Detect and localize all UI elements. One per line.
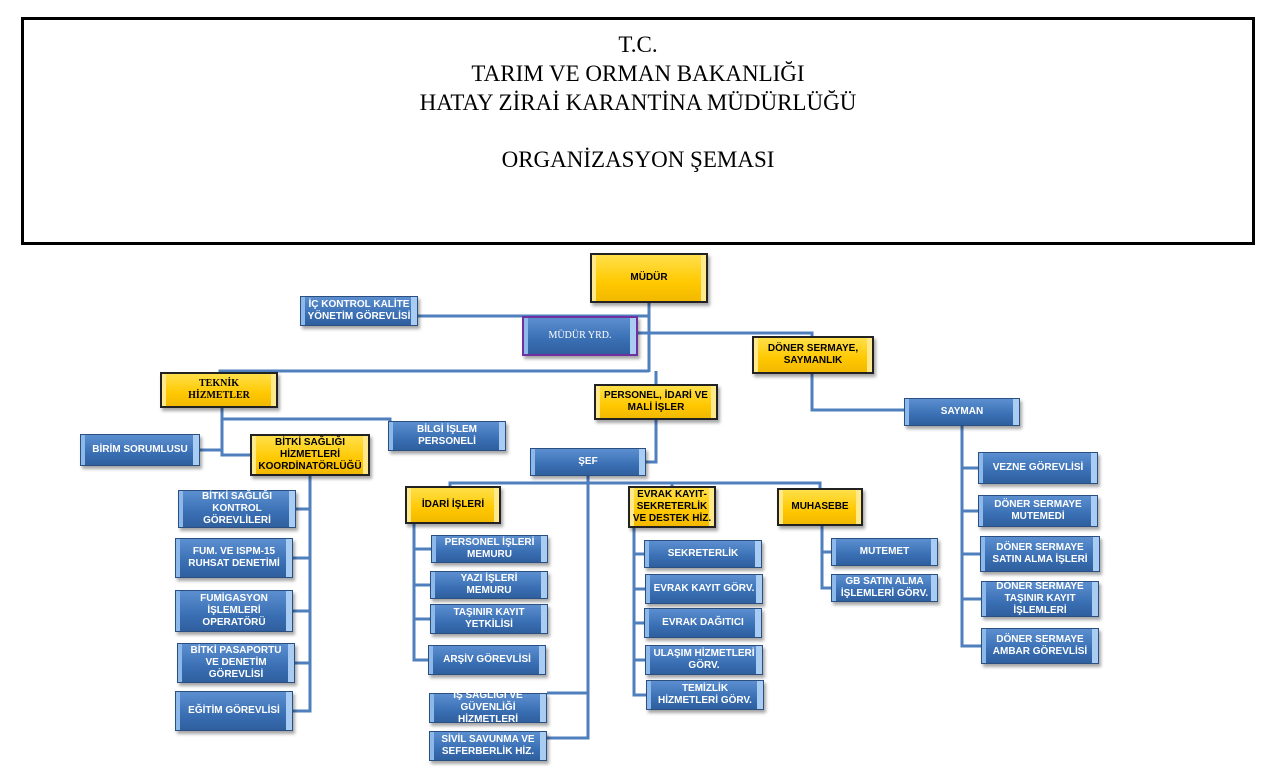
unit-doner-ambar: DÖNER SERMAYE AMBAR GÖREVLİSİ: [981, 628, 1099, 664]
unit-gb-satin-alma: GB SATIN ALMA İŞLEMLERİ GÖRV.: [831, 574, 938, 602]
unit-temizlik: TEMİZLİK HİZMETLERİ GÖRV.: [646, 680, 764, 710]
unit-teknik-hizmetler: TEKNİK HİZMETLER: [160, 372, 278, 408]
title-tc: T.C.: [618, 32, 658, 57]
unit-idari-isleri: İDARİ İŞLERİ: [405, 486, 501, 524]
unit-vezne: VEZNE GÖREVLİSİ: [978, 452, 1098, 484]
title-directorate: HATAY ZİRAİ KARANTİNA MÜDÜRLÜĞÜ: [419, 90, 857, 115]
unit-bilgi-islem: BİLGİ İŞLEM PERSONELİ: [388, 421, 506, 451]
unit-ic-kontrol: İÇ KONTROL KALİTE YÖNETİM GÖREVLİSİ: [300, 296, 418, 326]
unit-doner-tasinir: DÖNER SERMAYE TAŞINIR KAYIT İŞLEMLERİ: [981, 581, 1099, 617]
unit-fum-ispm: FUM. VE ISPM-15 RUHSAT DENETİMİ: [175, 538, 293, 578]
unit-bitki-koordinatorlugu: BİTKİ SAĞLIĞI HİZMETLERİ KOORDİNATÖRLÜĞÜ: [250, 434, 370, 476]
unit-egitim: EĞİTİM GÖREVLİSİ: [175, 691, 293, 731]
unit-tasinir-kayit: TAŞINIR KAYIT YETKİLİSİ: [430, 604, 548, 634]
unit-doner-saymanlik: DÖNER SERMAYE, SAYMANLIK: [752, 336, 874, 374]
unit-sef: ŞEF: [530, 448, 646, 476]
unit-sivil-savunma: SİVİL SAVUNMA VE SEFERBERLİK HİZ.: [429, 731, 547, 761]
unit-bitki-pasaportu: BİTKİ PASAPORTU VE DENETİM GÖREVLİSİ: [177, 643, 295, 683]
unit-doner-satin-alma: DÖNER SERMAYE SATIN ALMA İŞLERİ: [980, 536, 1100, 572]
unit-doner-mutemedi: DÖNER SERMAYE MUTEMEDİ: [978, 495, 1098, 527]
unit-sekreterlik: SEKRETERLİK: [644, 540, 762, 568]
unit-personel-memuru: PERSONEL İŞLERİ MEMURU: [431, 535, 548, 563]
unit-evrak-dagitici: EVRAK DAĞITICI: [644, 608, 762, 638]
unit-mudur-yrd: MÜDÜR YRD.: [522, 316, 638, 356]
unit-ulasim: ULAŞIM HİZMETLERİ GÖRV.: [645, 645, 763, 675]
unit-birim-sorumlusu: BİRİM SORUMLUSU: [80, 434, 200, 466]
unit-mudur: MÜDÜR: [590, 253, 708, 303]
title-chart: ORGANİZASYON ŞEMASI: [501, 147, 775, 172]
unit-bitki-kontrol: BİTKİ SAĞLIĞI KONTROL GÖREVLİLERİ: [178, 490, 296, 528]
title-ministry: TARIM VE ORMAN BAKANLIĞI: [471, 61, 805, 86]
unit-fumigasyon: FUMİGASYON İŞLEMLERİ OPERATÖRÜ: [175, 590, 293, 632]
unit-mutemet: MUTEMET: [831, 538, 938, 566]
unit-muhasebe: MUHASEBE: [777, 488, 863, 526]
unit-sayman: SAYMAN: [904, 398, 1020, 426]
title-block: T.C. TARIM VE ORMAN BAKANLIĞI HATAY ZİRA…: [21, 17, 1255, 245]
unit-arsiv: ARŞİV GÖREVLİSİ: [428, 645, 546, 675]
unit-evrak-sekreterlik: EVRAK KAYIT-SEKRETERLİK VE DESTEK HİZ.: [628, 486, 716, 528]
unit-evrak-kayit-gorv: EVRAK KAYIT GÖRV.: [645, 574, 763, 604]
unit-personel-idari: PERSONEL, İDARİ VE MALİ İŞLER: [594, 384, 718, 420]
unit-yazi-isleri: YAZI İŞLERİ MEMURU: [430, 571, 548, 599]
unit-is-sagligi: İŞ SAĞLIĞI VE GÜVENLİĞİ HİZMETLERİ: [429, 690, 547, 725]
